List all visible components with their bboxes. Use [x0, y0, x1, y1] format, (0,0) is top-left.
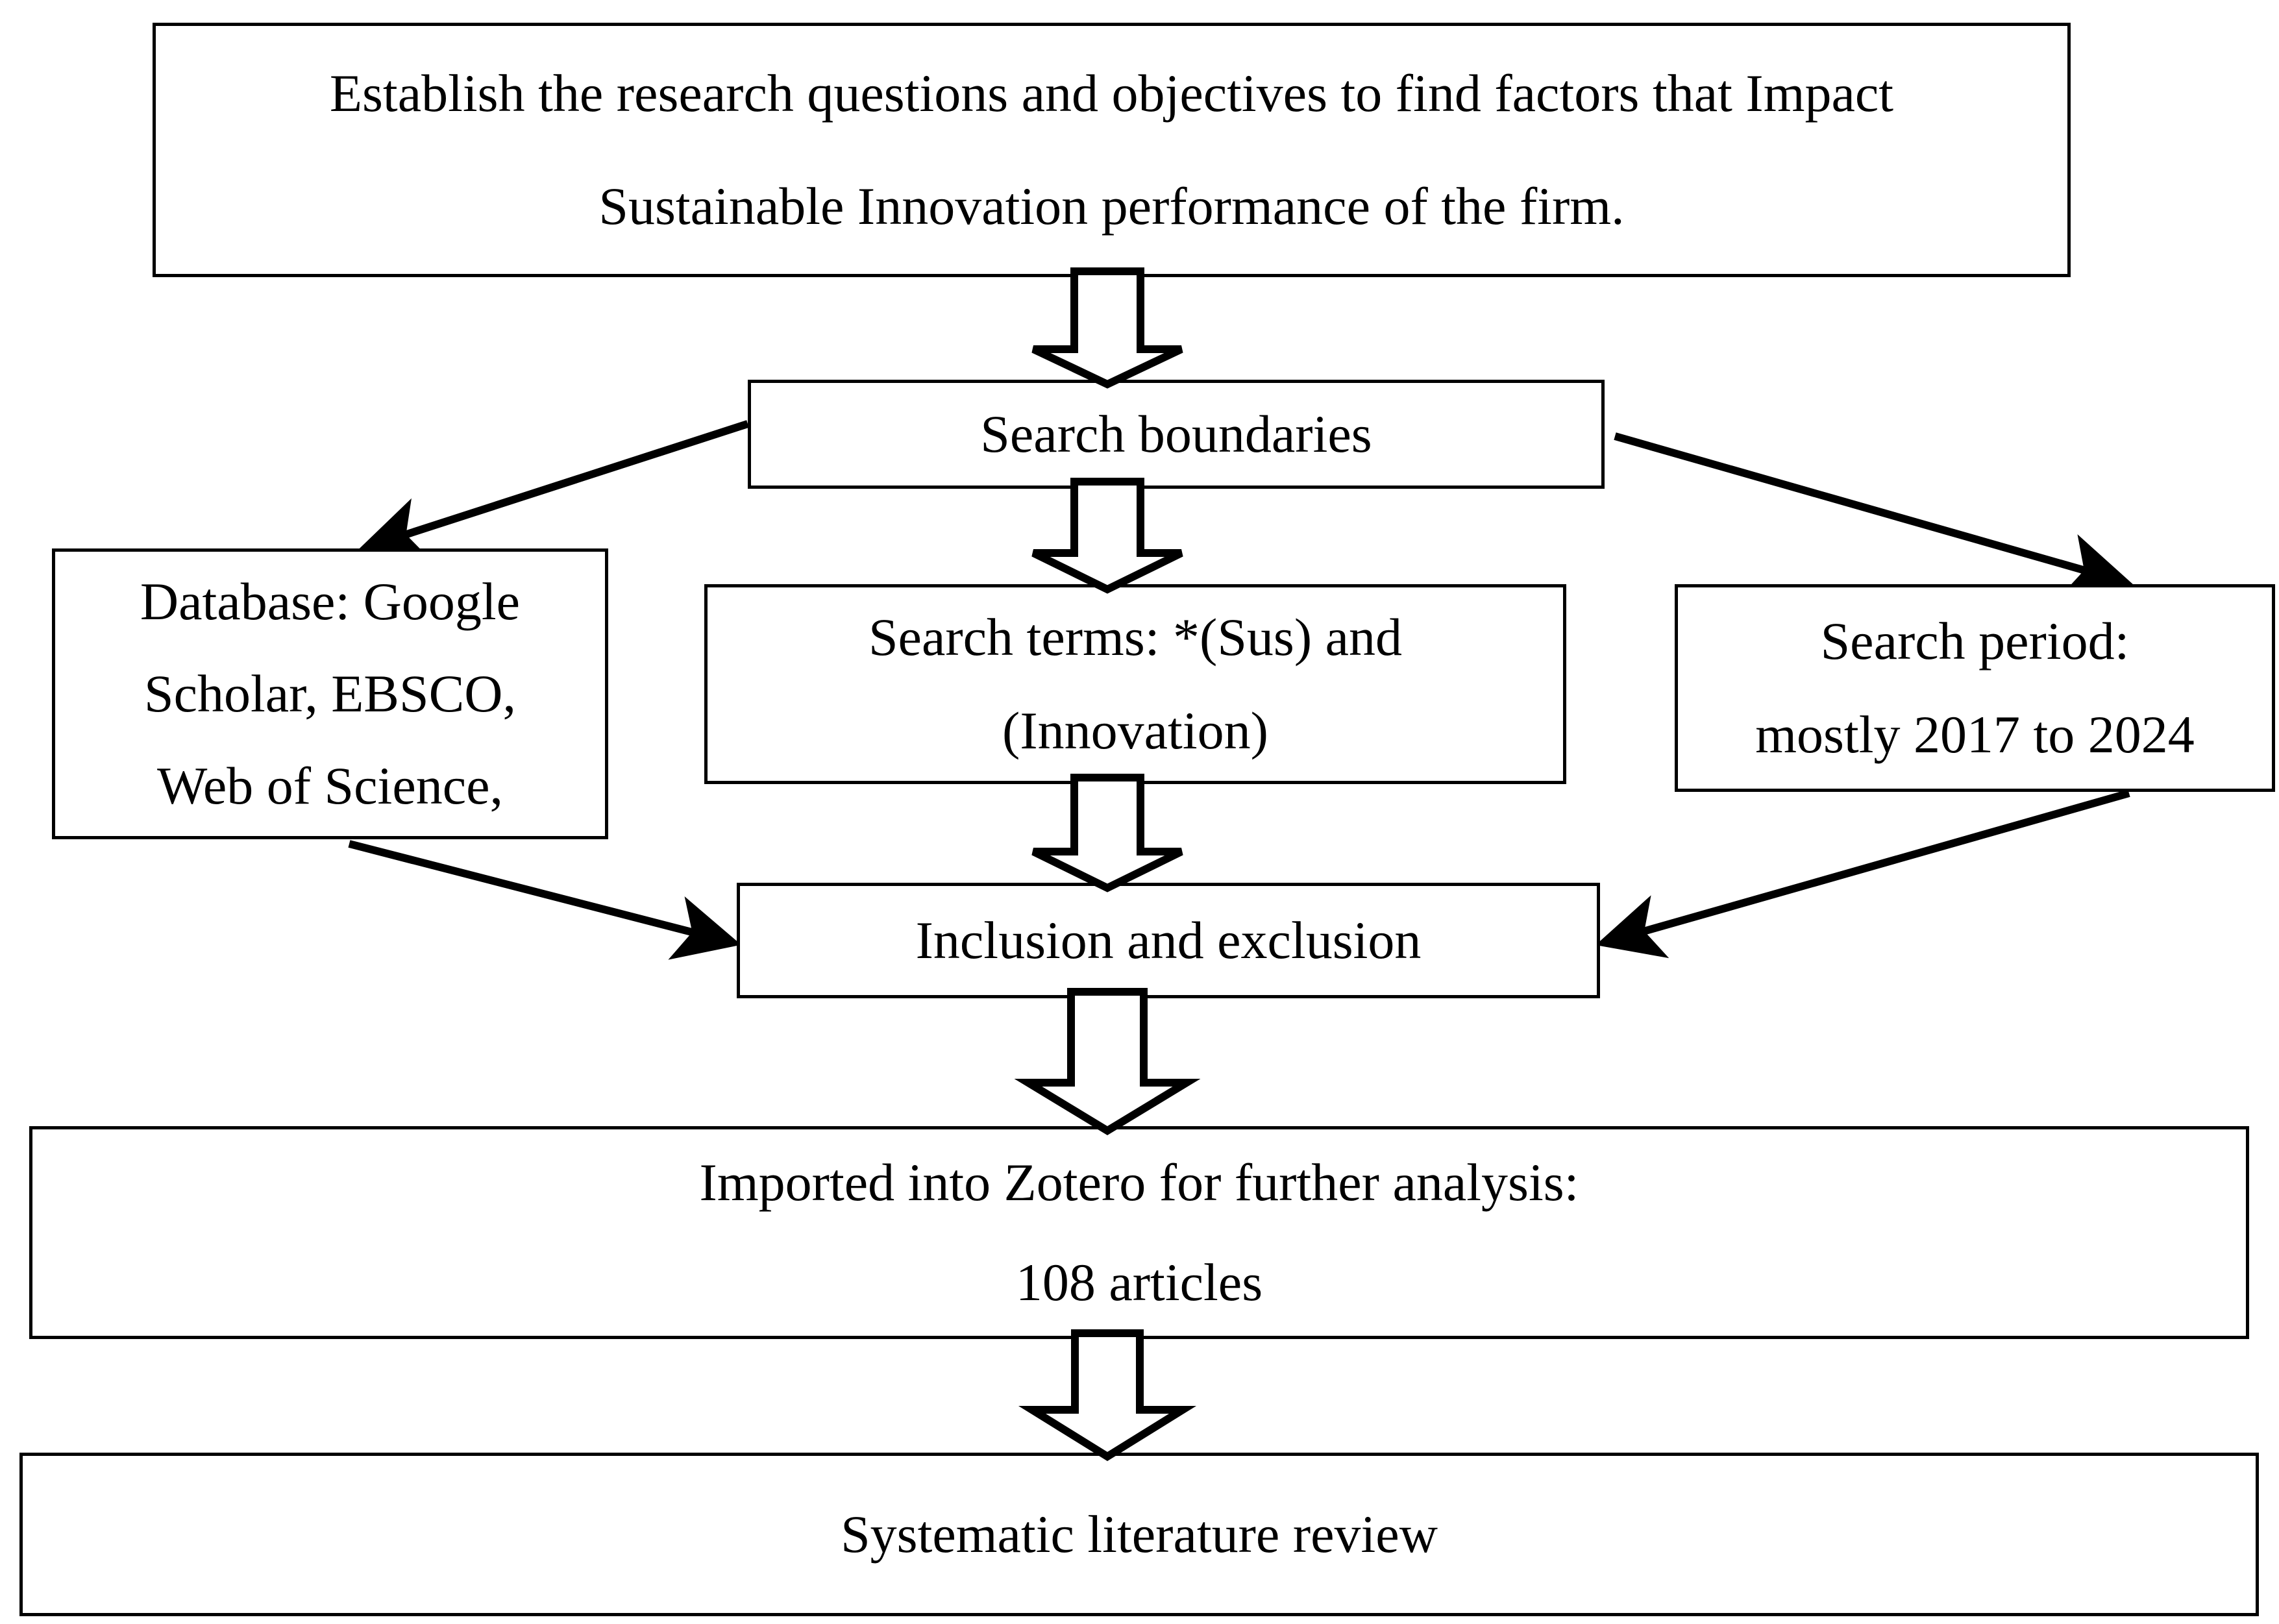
node-database-line-1: Database: Google [140, 572, 521, 631]
node-search-boundaries-label: Search boundaries [980, 404, 1372, 463]
node-systematic-literature-review: Systematic literature review [19, 1453, 2259, 1616]
node-search-period-line-2: mostly 2017 to 2024 [1755, 705, 2195, 764]
node-zotero-import: Imported into Zotero for further analysi… [29, 1126, 2249, 1339]
node-search-terms-line-1: Search terms: *(Sus) and [868, 608, 1403, 667]
node-search-period-line-1: Search period: [1820, 611, 2130, 671]
block-arrow-inclusion-to-zotero [1014, 988, 1201, 1136]
node-inclusion-and-exclusion-label: Inclusion and exclusion [915, 911, 1422, 970]
node-search-boundaries: Search boundaries [748, 380, 1605, 489]
node-database: Database: Google Scholar, EBSCO, Web of … [52, 548, 608, 839]
node-zotero-import-line-1: Imported into Zotero for further analysi… [699, 1153, 1579, 1212]
node-zotero-import-line-2: 108 articles [1015, 1253, 1263, 1312]
block-arrow-search-terms-to-inclusion [1031, 774, 1183, 892]
node-database-line-3: Web of Science, [157, 756, 503, 815]
connector-database-to-inclusion [348, 840, 741, 960]
connector-search-boundaries-to-database [358, 420, 749, 561]
block-arrow-zotero-to-slr [1018, 1329, 1197, 1462]
block-arrow-search-boundaries-to-search-terms [1031, 478, 1183, 594]
node-research-objectives-line-1: Establish the research questions and obj… [329, 64, 1894, 123]
node-systematic-literature-review-label: Systematic literature review [841, 1505, 1438, 1564]
block-arrow-objectives-to-search-boundaries [1031, 267, 1183, 389]
node-search-terms: Search terms: *(Sus) and (Innovation) [704, 584, 1566, 784]
node-inclusion-and-exclusion: Inclusion and exclusion [737, 883, 1600, 998]
connector-search-period-to-inclusion [1595, 789, 2130, 959]
connector-search-boundaries-to-search-period [1614, 432, 2133, 598]
node-research-objectives-line-2: Sustainable Innovation performance of th… [598, 177, 1625, 236]
node-search-terms-line-2: (Innovation) [1002, 701, 1268, 760]
node-database-line-2: Scholar, EBSCO, [144, 664, 516, 723]
node-research-objectives: Establish the research questions and obj… [153, 23, 2071, 277]
node-search-period: Search period: mostly 2017 to 2024 [1675, 584, 2275, 792]
